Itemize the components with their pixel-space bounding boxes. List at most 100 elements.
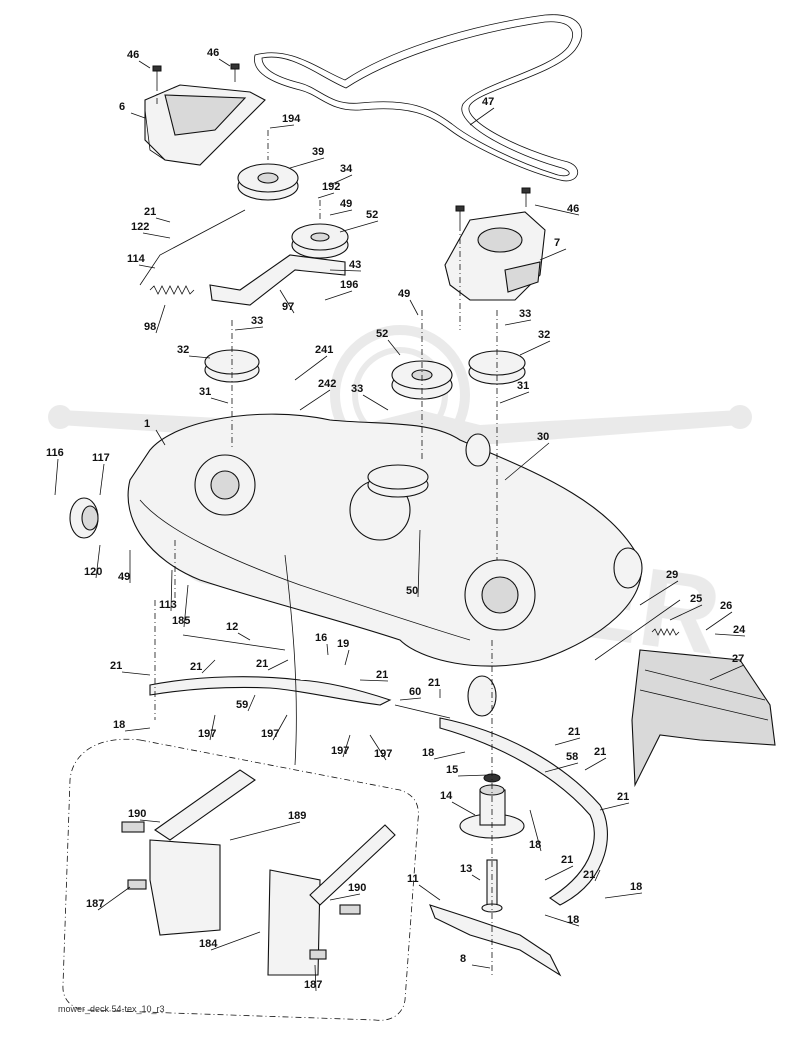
callout-number: 18 (529, 839, 541, 851)
callout-leader-line (604, 892, 643, 899)
callout-leader-line (139, 819, 161, 823)
callout-number: 116 (46, 447, 64, 459)
callout-number: 27 (732, 653, 744, 665)
stabilizer-rod-60 (394, 704, 451, 719)
callout-number: 14 (440, 790, 453, 802)
callout-leader-line (170, 569, 173, 612)
callout-number: 19 (337, 638, 349, 650)
callout-leader-line (155, 304, 166, 334)
callout-number: 49 (118, 571, 130, 583)
callout-number: 58 (566, 751, 578, 763)
callout-leader-line (471, 874, 481, 881)
gauge-wheel-117 (69, 497, 99, 539)
callout-leader-line (669, 604, 703, 621)
assembly-lines (154, 85, 498, 975)
callout-number: 197 (198, 728, 216, 740)
callout-number: 120 (84, 566, 102, 578)
discharge-chute-27 (631, 649, 776, 788)
callout-number: 46 (207, 47, 219, 59)
callout-number: 12 (226, 621, 238, 633)
gauge-wheel-rear (465, 433, 643, 717)
callout-number: 187 (304, 979, 322, 991)
callout-number: 39 (312, 146, 324, 158)
callout-number: 185 (172, 615, 190, 627)
callout-number: 21 (594, 746, 606, 758)
callout-number: 21 (583, 869, 595, 881)
callout-leader-line (329, 893, 361, 901)
lift-cable (284, 554, 297, 766)
idler-arm-43 (209, 254, 346, 306)
bolts-46 (152, 63, 531, 225)
callout-leader-line (210, 397, 229, 404)
callout-leader-line (344, 649, 350, 666)
callout-leader-line (529, 809, 542, 852)
callout-number: 52 (366, 209, 378, 221)
callout-leader-line (417, 529, 421, 598)
callout-number: 16 (315, 632, 327, 644)
callout-leader-line (639, 580, 679, 606)
callout-number: 21 (568, 726, 580, 738)
callout-number: 18 (113, 719, 125, 731)
idler-pulley-39 (237, 163, 299, 201)
callout-leader-line (359, 679, 389, 682)
callout-leader-line (326, 643, 329, 656)
callout-leader-line (369, 734, 387, 761)
callout-leader-line (299, 389, 331, 411)
callout-leader-line (267, 659, 289, 671)
callout-leader-line (409, 299, 419, 316)
callout-number: 25 (690, 593, 702, 605)
callout-leader-line (471, 964, 491, 969)
callout-leader-line (457, 774, 489, 777)
callout-number: 184 (199, 938, 218, 950)
callout-leader-line (138, 60, 151, 69)
callout-leader-line (247, 694, 256, 712)
callout-leader-line (317, 192, 335, 199)
callout-number: 47 (482, 96, 494, 108)
hanger-bracket-59 (149, 676, 392, 706)
callout-number: 31 (199, 386, 211, 398)
callout-leader-line (554, 737, 581, 746)
callout-leader-line (269, 124, 295, 129)
deck-pulley-on-spindle (367, 464, 429, 498)
callout-leader-line (709, 664, 745, 681)
callout-number: 21 (617, 791, 629, 803)
callout-number: 7 (554, 237, 560, 249)
callout-number: 197 (374, 748, 392, 760)
callout-number: 32 (538, 329, 550, 341)
rod-114 (139, 209, 246, 286)
callout-number: 52 (376, 328, 388, 340)
callout-number: 1 (144, 418, 150, 430)
callout-leader-line (399, 697, 422, 701)
blade-11 (429, 904, 562, 977)
callout-leader-line (387, 339, 401, 356)
callout-number: 49 (398, 288, 410, 300)
callout-number: 33 (251, 315, 263, 327)
callout-leader-line (183, 584, 189, 628)
callout-number: 242 (318, 378, 336, 390)
callout-leader-line (218, 58, 231, 67)
callout-leader-line (210, 931, 261, 951)
diagram-caption: mower_deck 54-tex_10_r3 (58, 1004, 165, 1014)
callout-leader-line (418, 884, 441, 901)
callout-number: 31 (517, 380, 529, 392)
callout-leader-line (584, 757, 607, 771)
callout-leader-line (329, 269, 362, 272)
callout-leader-line (705, 611, 733, 631)
callout-leader-line (504, 319, 532, 326)
callout-leader-line (599, 802, 630, 811)
callout-number: 117 (92, 452, 110, 464)
callout-number: 189 (288, 810, 306, 822)
callout-leader-line (544, 762, 579, 773)
callout-number: 122 (131, 221, 149, 233)
belt-cover-right (444, 211, 546, 301)
callout-number: 190 (348, 882, 366, 894)
callout-number: 21 (428, 677, 440, 689)
callout-leader-line (539, 248, 567, 261)
callout-leader-line (329, 209, 353, 216)
hanger-bracket-58 (439, 717, 608, 906)
callout-leader-line (99, 463, 105, 496)
callout-leader-line (544, 914, 580, 927)
callout-leader-line (314, 964, 317, 992)
